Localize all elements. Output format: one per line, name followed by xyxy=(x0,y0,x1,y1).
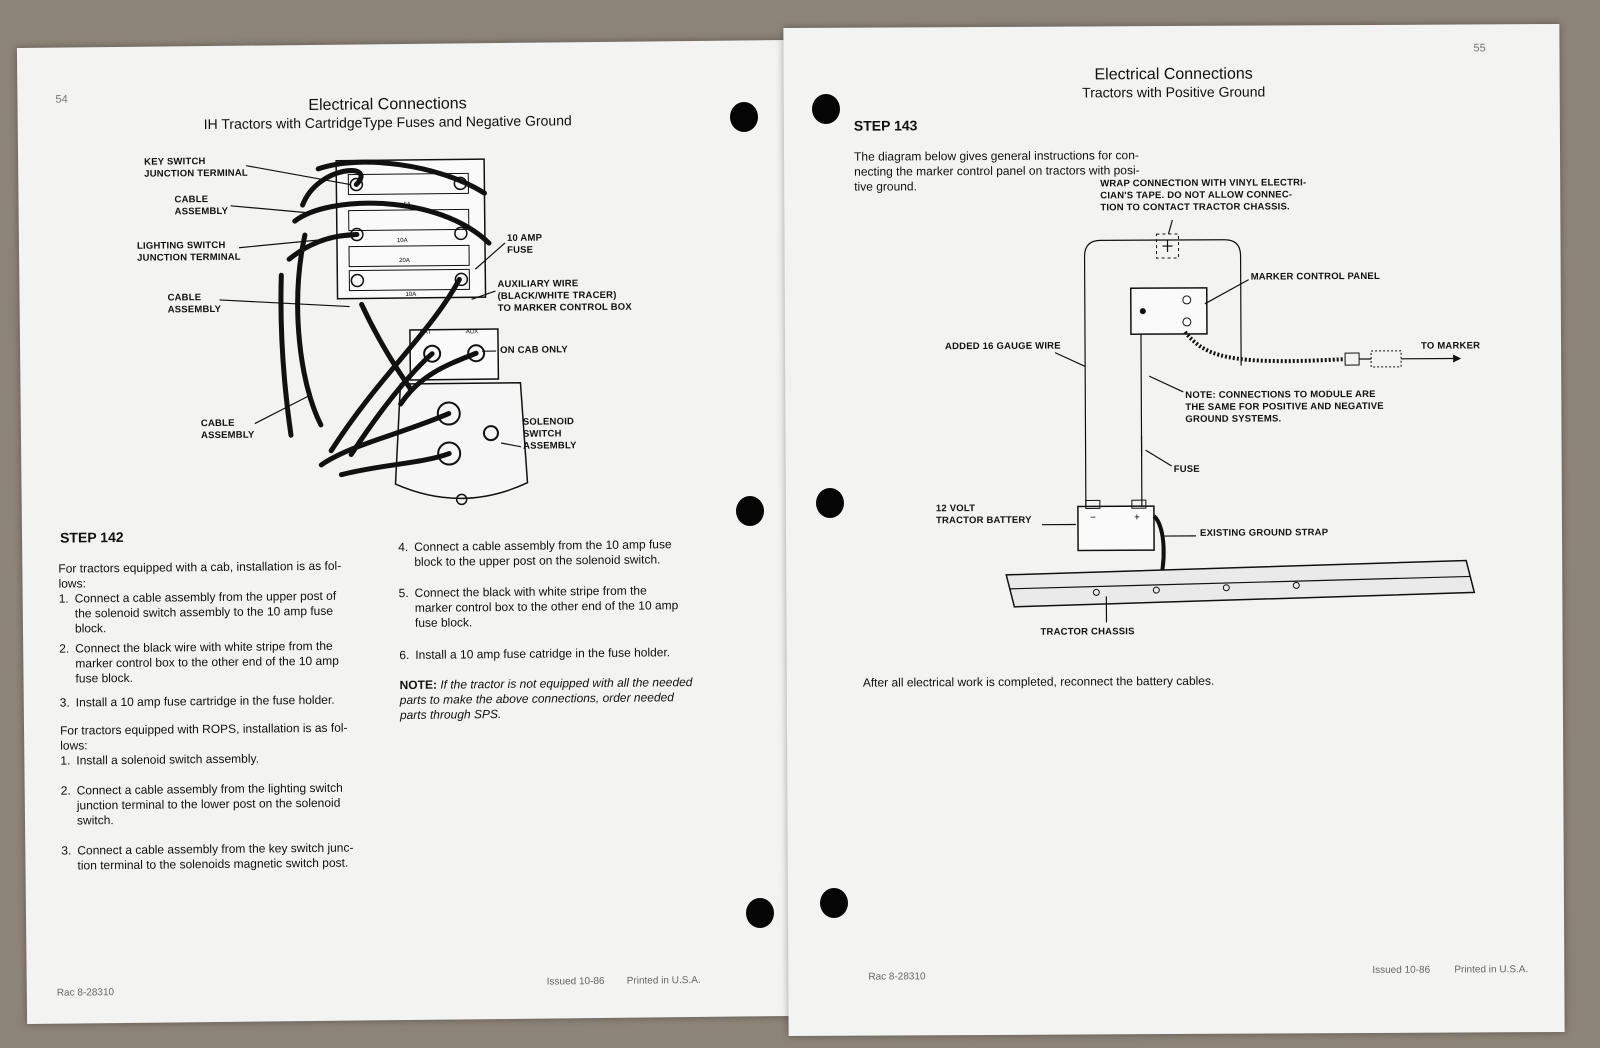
footer-doc-number: Rac 8-28310 xyxy=(868,971,926,983)
footer-printed: Printed in U.S.A. xyxy=(626,974,701,987)
list-item: 4. Connect a cable assembly from the 10 … xyxy=(398,537,672,569)
tractor-chassis xyxy=(1005,559,1476,608)
intro-rops: For tractors equipped with ROPS, install… xyxy=(59,720,348,753)
fuse-block-diagram: 5A 10A 20A 10A BAT AUX xyxy=(219,158,529,506)
list-item: 1. Install a solenoid switch assembly. xyxy=(60,751,259,768)
list-item: 3. Install a 10 amp fuse cartridge in th… xyxy=(59,692,335,710)
list-item: 2. Connect a cable assembly from the lig… xyxy=(60,780,343,828)
fuse-label: 10A xyxy=(405,292,416,298)
callout-note: NOTE: CONNECTIONS TO MODULE ARE THE SAME… xyxy=(1185,388,1384,425)
cable-wires xyxy=(278,159,492,478)
callout-marker-control-panel: MARKER CONTROL PANEL xyxy=(1250,270,1380,283)
closing-paragraph: After all electrical work is completed, … xyxy=(862,673,1215,690)
binder-hole xyxy=(746,898,774,928)
callout-to-marker: TO MARKER xyxy=(1421,340,1481,352)
svg-text:+: + xyxy=(1134,512,1140,523)
binder-hole xyxy=(812,94,840,124)
footer-issued: Issued 10-86 xyxy=(1372,964,1431,976)
callout-solenoid: SOLENOID SWITCH ASSEMBLY xyxy=(522,416,577,452)
svg-text:−: − xyxy=(1090,512,1096,523)
binder-hole xyxy=(730,102,758,132)
callout-tractor-chassis: TRACTOR CHASSIS xyxy=(1040,626,1135,638)
solenoid-switch xyxy=(394,328,529,506)
callout-cable-assembly: CABLE ASSEMBLY xyxy=(167,292,222,316)
callout-auxiliary-wire: AUXILIARY WIRE (BLACK/WHITE TRACER) TO M… xyxy=(497,278,632,315)
note: NOTE: If the tractor is not equipped wit… xyxy=(399,675,693,723)
right-page: 55 Electrical Connections Tractors with … xyxy=(783,23,1565,1037)
terminal-label: BAT xyxy=(420,330,432,336)
marker-control-panel xyxy=(1129,287,1208,335)
callout-leader-lines xyxy=(219,165,522,448)
list-item: 2. Connect the black wire with white str… xyxy=(59,638,339,686)
fuse-label: 20A xyxy=(399,258,410,264)
callout-10-amp-fuse: 10 AMP FUSE xyxy=(506,232,543,256)
footer-doc-number: Rac 8-28310 xyxy=(56,987,115,999)
tractor-battery xyxy=(1077,505,1155,552)
intro-cab: For tractors equipped with a cab, instal… xyxy=(58,558,342,591)
callout-added-wire: ADDED 16 GAUGE WIRE xyxy=(945,340,1061,353)
added-16-gauge-wire xyxy=(1083,239,1242,517)
binder-hole xyxy=(820,888,848,918)
callout-battery: 12 VOLT TRACTOR BATTERY xyxy=(935,503,1032,527)
left-page: 54 Electrical Connections IH Tractors wi… xyxy=(16,40,796,1024)
harness-cable xyxy=(1183,330,1346,364)
callout-wrap-connection: WRAP CONNECTION WITH VINYL ELECTRI- CIAN… xyxy=(1100,177,1307,214)
callout-fuse: FUSE xyxy=(1173,463,1200,476)
marker-connector xyxy=(1370,350,1402,368)
list-item: 5. Connect the black with white stripe f… xyxy=(398,583,679,630)
callout-cable-assembly: CABLE ASSEMBLY xyxy=(200,417,255,442)
callout-key-switch: KEY SWITCH JUNCTION TERMINAL xyxy=(144,156,248,180)
taped-connection xyxy=(1155,233,1180,259)
list-item: 1. Connect a cable assembly from the upp… xyxy=(58,588,337,636)
callout-on-cab-only: ON CAB ONLY xyxy=(500,344,568,357)
wiring-diagram: − + xyxy=(1005,219,1476,623)
panel-lead-wire xyxy=(1140,326,1143,517)
list-item: 3. Connect a cable assembly from the key… xyxy=(61,840,354,873)
step-heading: STEP 142 xyxy=(59,528,124,546)
fuse-label: 10A xyxy=(397,238,408,244)
footer-printed: Printed in U.S.A. xyxy=(1454,964,1529,976)
binder-hole xyxy=(816,488,844,518)
footer-issued: Issued 10-86 xyxy=(546,975,605,988)
callout-cable-assembly: CABLE ASSEMBLY xyxy=(174,194,229,218)
terminal-label: AUX xyxy=(466,329,478,335)
binder-hole xyxy=(736,496,764,526)
callout-ground-strap: EXISTING GROUND STRAP xyxy=(1199,527,1329,539)
callout-lighting-switch: LIGHTING SWITCH JUNCTION TERMINAL xyxy=(136,239,241,264)
